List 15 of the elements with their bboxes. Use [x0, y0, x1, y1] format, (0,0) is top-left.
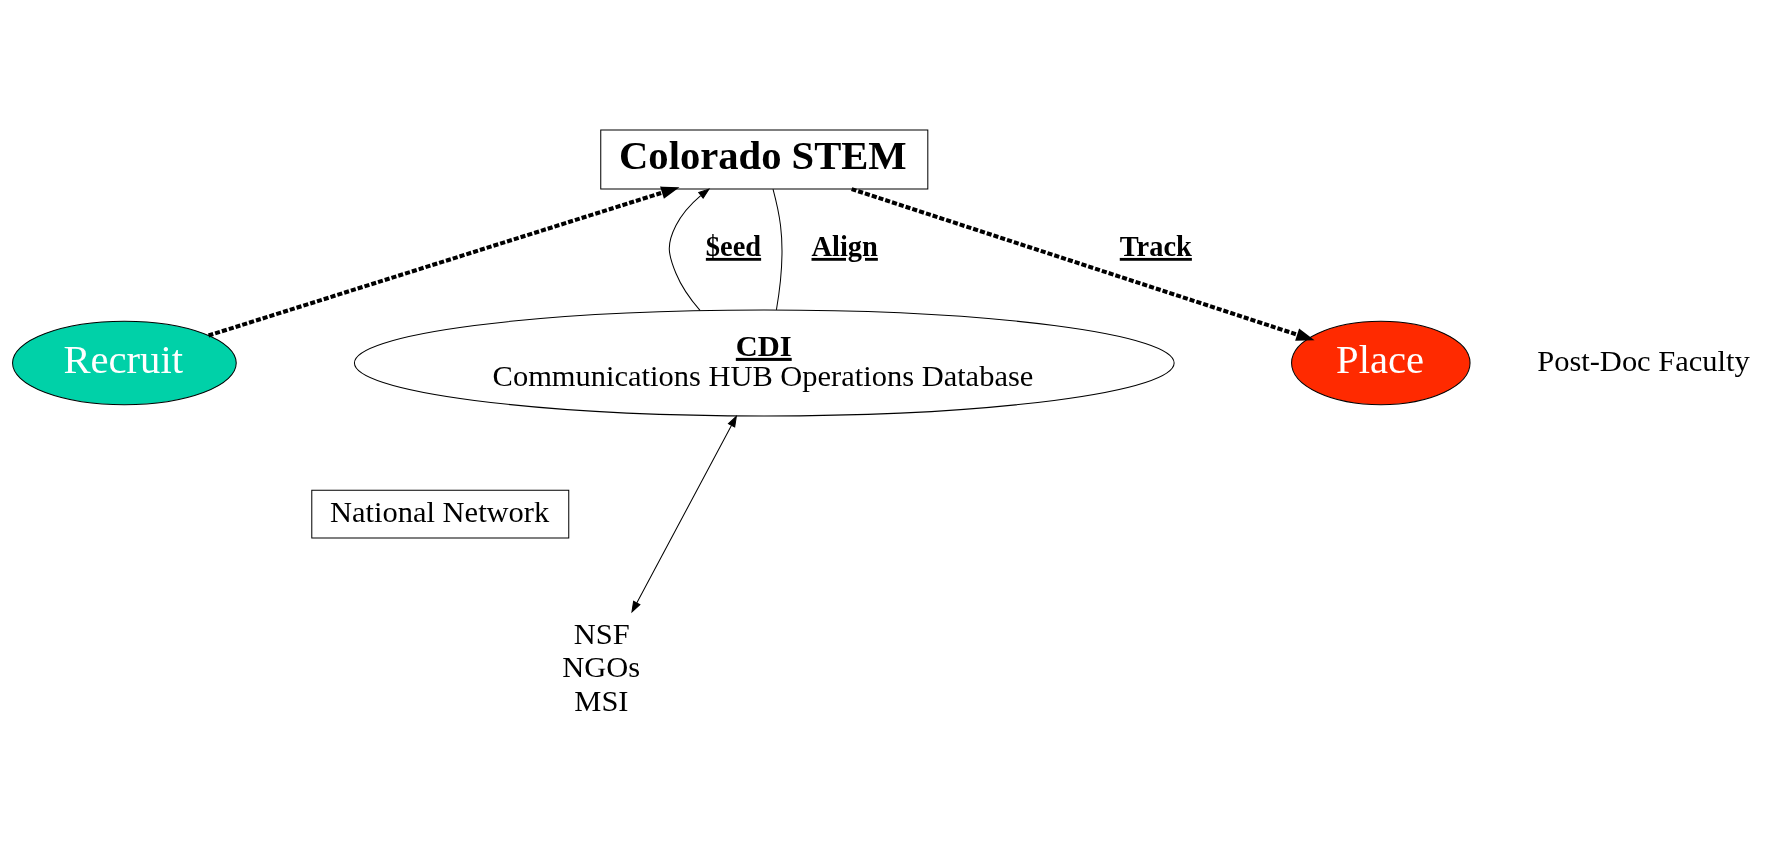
edge-label: Track: [1119, 230, 1192, 262]
node-ellipse: CDI Communications HUB Operations Database: [353, 309, 1175, 417]
connector: [772, 188, 783, 311]
arrow: [207, 186, 680, 338]
node-ellipse: Place: [1291, 320, 1471, 406]
edge-label: Align: [811, 230, 878, 262]
node-ellipse: Recruit: [12, 320, 237, 406]
arrow: [668, 188, 711, 311]
arrow: [851, 187, 1315, 341]
edge-label: $eed: [705, 230, 762, 262]
node-box: Colorado STEM: [600, 129, 929, 190]
arrow: [631, 415, 738, 614]
node-box: National Network: [311, 489, 570, 539]
node-label: Post-Doc Faculty: [1537, 343, 1750, 378]
node-text: NSF NGOs MSI: [562, 616, 641, 718]
